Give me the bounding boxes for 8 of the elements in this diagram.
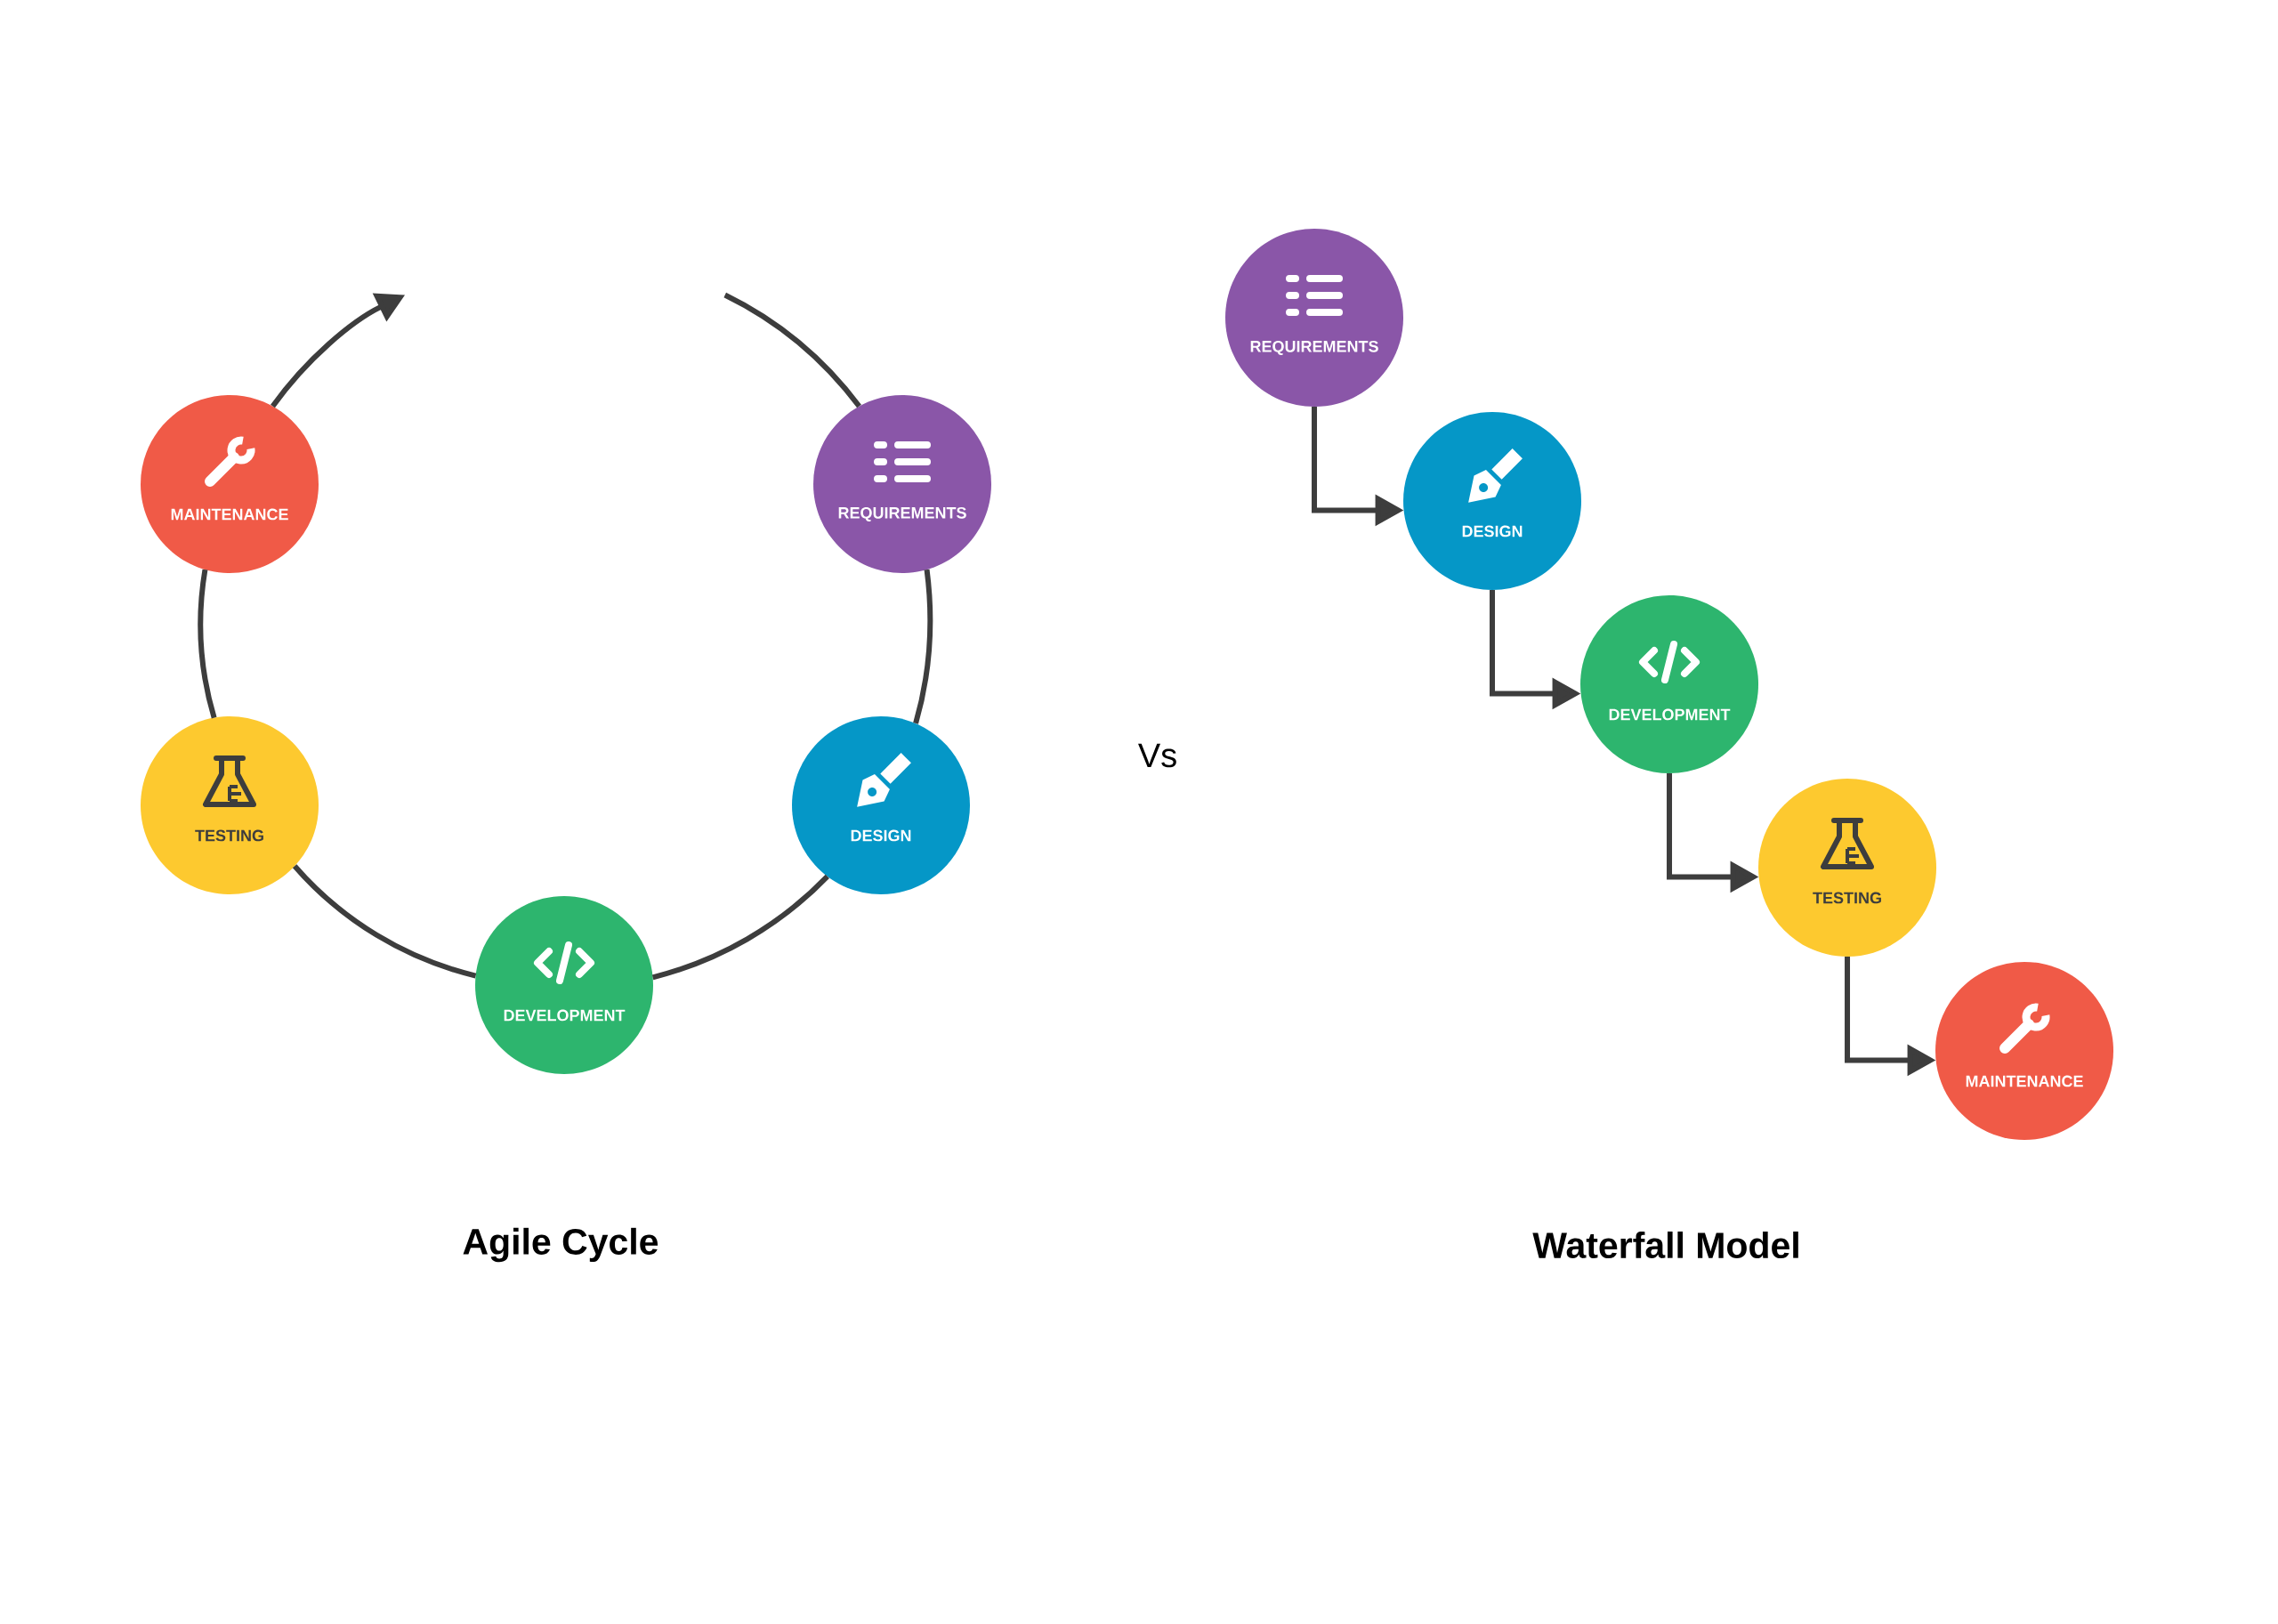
curved-line xyxy=(651,874,829,981)
curved-line xyxy=(913,569,933,724)
curved-line xyxy=(198,569,217,719)
curved-line xyxy=(292,864,477,979)
curved-line xyxy=(723,292,861,408)
diagram-caption: Waterfall Model xyxy=(1532,1231,1798,1259)
comparison-label: Vs xyxy=(1138,743,1176,768)
diagram-caption: Agile Cycle xyxy=(463,1227,658,1263)
